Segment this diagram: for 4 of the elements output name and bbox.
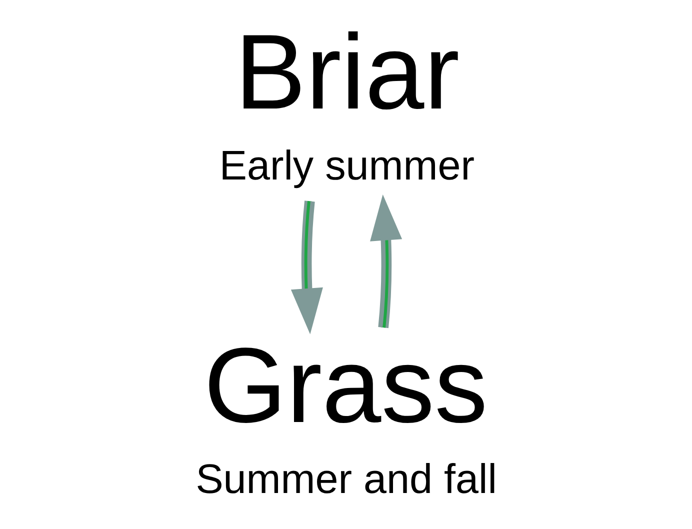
- node-text: Briar Early summer: [218, 12, 474, 188]
- node-text: Grass Summer and fall: [195, 326, 496, 502]
- arrow: [370, 194, 402, 328]
- arrow: [290, 200, 322, 334]
